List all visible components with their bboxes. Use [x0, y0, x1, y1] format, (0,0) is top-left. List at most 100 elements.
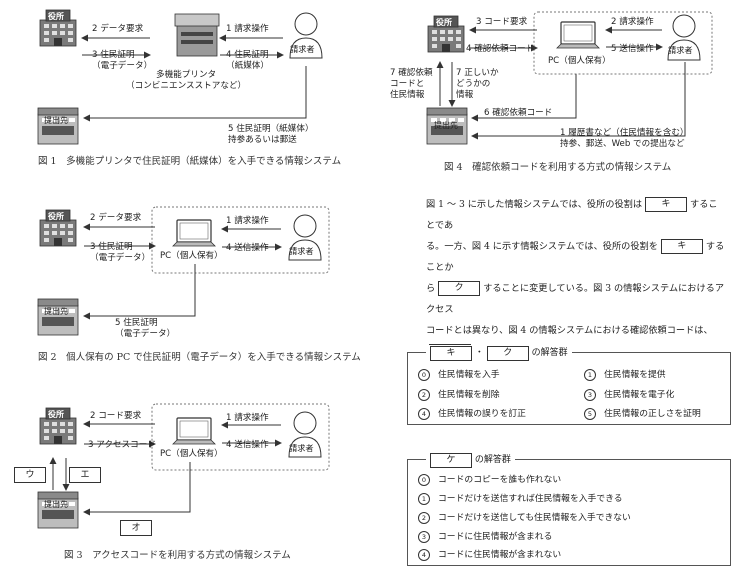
fig2-arrow4-label: 4 送信操作	[226, 243, 269, 253]
para-text-4: することか	[426, 241, 725, 273]
option-number: 3	[584, 388, 596, 401]
option-kiku-3[interactable]: 3 住民情報を電子化	[584, 387, 674, 401]
fig3-requester-label: 請求者	[289, 443, 314, 453]
para-text-3: る。一方、図 4 に示す情報システムでは、役所の役割を	[426, 241, 658, 252]
fig3-laptop-icon	[172, 417, 216, 445]
option-number: 2	[418, 511, 430, 524]
option-text: 住民情報の正しさを証明	[604, 409, 701, 419]
fig4-arrow3-label: 3 コード要求	[476, 17, 528, 27]
fig4-arrow1-label: 1 履歴書など（住民情報を含む） 持参、郵送、Web での提出など	[560, 128, 689, 149]
fig1-arrow1-label: 1 請求操作	[226, 24, 269, 34]
fig1-printer-label: 多機能プリンタ （コンビニエンスストアなど）	[126, 70, 247, 91]
fig1-arrow2-label: 2 データ要求	[92, 24, 144, 34]
option-number: 4	[418, 548, 430, 561]
fig1-printer-icon	[174, 13, 220, 57]
fig2-arrow5-label: 5 住民証明 （電子データ）	[115, 318, 176, 339]
fig2-teishutsusaki-label: 提出先	[44, 307, 68, 316]
option-text: コードだけを送信しても住民情報を入手できない	[438, 513, 631, 523]
question-paragraph: 図 1 ～ 3 に示した情報システムでは、役所の役割はキすることであ る。一方、…	[426, 194, 726, 362]
fig3-pc-label: PC（個人保有）	[160, 449, 223, 459]
ke-title-ke: ケ	[430, 453, 472, 468]
answer-group-ke: ケ の解答群 0 コードのコピーを誰も作れない 1 コードだけを送信すれば住民情報を…	[407, 452, 731, 566]
option-text: 住民情報の誤りを訂正	[438, 409, 526, 419]
fig2-diagram	[37, 206, 330, 336]
fig3-yakusho-label: 役所	[48, 410, 64, 419]
para-text-6: することに変更している。図 3 の情報システムにおけるアクセス	[426, 283, 725, 315]
fig3-diagram	[37, 403, 330, 529]
fig1-arrow3-label: 3 住民証明 （電子データ）	[92, 50, 153, 71]
fig4-label7b: 7 正しいか どうかの 情報	[456, 68, 499, 100]
fig1-teishutsusaki-label: 提出先	[44, 116, 68, 125]
option-ke-2[interactable]: 2 コードだけを送信しても住民情報を入手できない	[418, 510, 631, 524]
option-number: 1	[418, 492, 430, 505]
fig3-caption: 図 3 アクセスコードを利用する方式の情報システム	[64, 550, 291, 561]
fig3-teishutsusaki-label: 提出先	[44, 500, 68, 509]
fig3-blank-e: エ	[69, 467, 101, 483]
option-text: コードに住民情報が含まれる	[438, 532, 553, 542]
option-kiku-0[interactable]: 0 住民情報を入手	[418, 367, 500, 381]
kiku-title-ki: キ	[430, 346, 472, 361]
fig1-teishutsusaki-building-icon	[37, 107, 79, 145]
fig2-laptop-icon	[172, 219, 216, 247]
fig4-diagram	[426, 11, 713, 145]
fig2-arrow1-label: 1 請求操作	[226, 216, 269, 226]
option-kiku-2[interactable]: 2 住民情報を削除	[418, 387, 500, 401]
fig2-yakusho-label: 役所	[48, 212, 64, 221]
fig2-teishutsusaki-building-icon	[37, 298, 79, 336]
fig1-diagram	[37, 9, 323, 145]
fig4-caption: 図 4 確認依頼コードを利用する方式の情報システム	[444, 162, 672, 173]
para-blank-ku: ク	[438, 281, 481, 296]
answer-group-ke-title: ケ の解答群	[426, 452, 515, 468]
fig4-teishutsusaki-label: 提出先	[434, 121, 458, 130]
fig4-arrow5-label: 5 送信操作	[611, 44, 654, 54]
option-text: 住民情報を入手	[438, 370, 500, 380]
option-number: 5	[584, 407, 596, 420]
option-text: 住民情報を削除	[438, 390, 500, 400]
option-ke-0[interactable]: 0 コードのコピーを誰も作れない	[418, 472, 561, 486]
option-number: 2	[418, 388, 430, 401]
kiku-title-ku: ク	[486, 346, 529, 361]
fig3-arrow4-label: 4 送信操作	[226, 440, 269, 450]
ke-title-suffix: の解答群	[474, 455, 511, 465]
para-blank-ki: キ	[645, 197, 688, 212]
fig4-laptop-icon	[556, 21, 600, 49]
option-number: 0	[418, 473, 430, 486]
fig4-label7a: 7 確認依頼 コードと 住民情報	[390, 68, 433, 100]
option-text: コードのコピーを誰も作れない	[438, 475, 562, 485]
fig3-arrow1-label: 1 請求操作	[226, 413, 269, 423]
para-text-1: 図 1 ～ 3 に示した情報システムでは、役所の役割は	[426, 199, 643, 210]
fig4-arrow6-label: 6 確認依頼コード	[484, 108, 553, 118]
option-text: 住民情報を電子化	[604, 390, 675, 400]
fig2-arrow3-label: 3 住民証明 （電子データ）	[90, 242, 151, 263]
kiku-title-suffix: の解答群	[531, 348, 568, 358]
option-number: 0	[418, 368, 430, 381]
fig1-caption: 図 1 多機能プリンタで住民証明（紙媒体）を入手できる情報システム	[38, 156, 342, 167]
option-text: コードだけを送信すれば住民情報を入手できる	[438, 494, 623, 504]
option-number: 3	[418, 530, 430, 543]
option-ke-1[interactable]: 1 コードだけを送信すれば住民情報を入手できる	[418, 491, 623, 505]
fig2-requester-label: 請求者	[289, 246, 314, 256]
fig3-teishutsusaki-building-icon	[37, 491, 79, 529]
kiku-title-sep: ・	[474, 348, 484, 358]
para-text-2: することであ	[426, 199, 718, 231]
fig2-caption: 図 2 個人保有の PC で住民証明（電子データ）を入手できる情報システム	[38, 352, 361, 363]
fig3-blank-u: ウ	[14, 467, 46, 483]
fig1-arrow4-label: 4 住民証明 （紙媒体）	[226, 50, 269, 71]
fig4-arrow2-label: 2 請求操作	[611, 17, 654, 27]
para-blank-ki-2: キ	[660, 239, 703, 254]
option-kiku-5[interactable]: 5 住民情報の正しさを証明	[584, 406, 701, 420]
option-number: 1	[584, 368, 596, 381]
option-ke-3[interactable]: 3 コードに住民情報が含まれる	[418, 529, 552, 543]
para-text-5: ら	[426, 283, 436, 294]
fig1-yakusho-label: 役所	[48, 12, 64, 21]
fig4-requester-label: 請求者	[668, 45, 693, 55]
para-text-7: コードとは異なり、図 4 の情報システムにおける確認依頼コードは、	[426, 325, 713, 336]
fig1-requester-label: 請求者	[290, 44, 315, 54]
fig3-arrow2-label: 2 コード要求	[90, 411, 142, 421]
answer-group-kiku-title: キ ・ ク の解答群	[426, 345, 572, 361]
